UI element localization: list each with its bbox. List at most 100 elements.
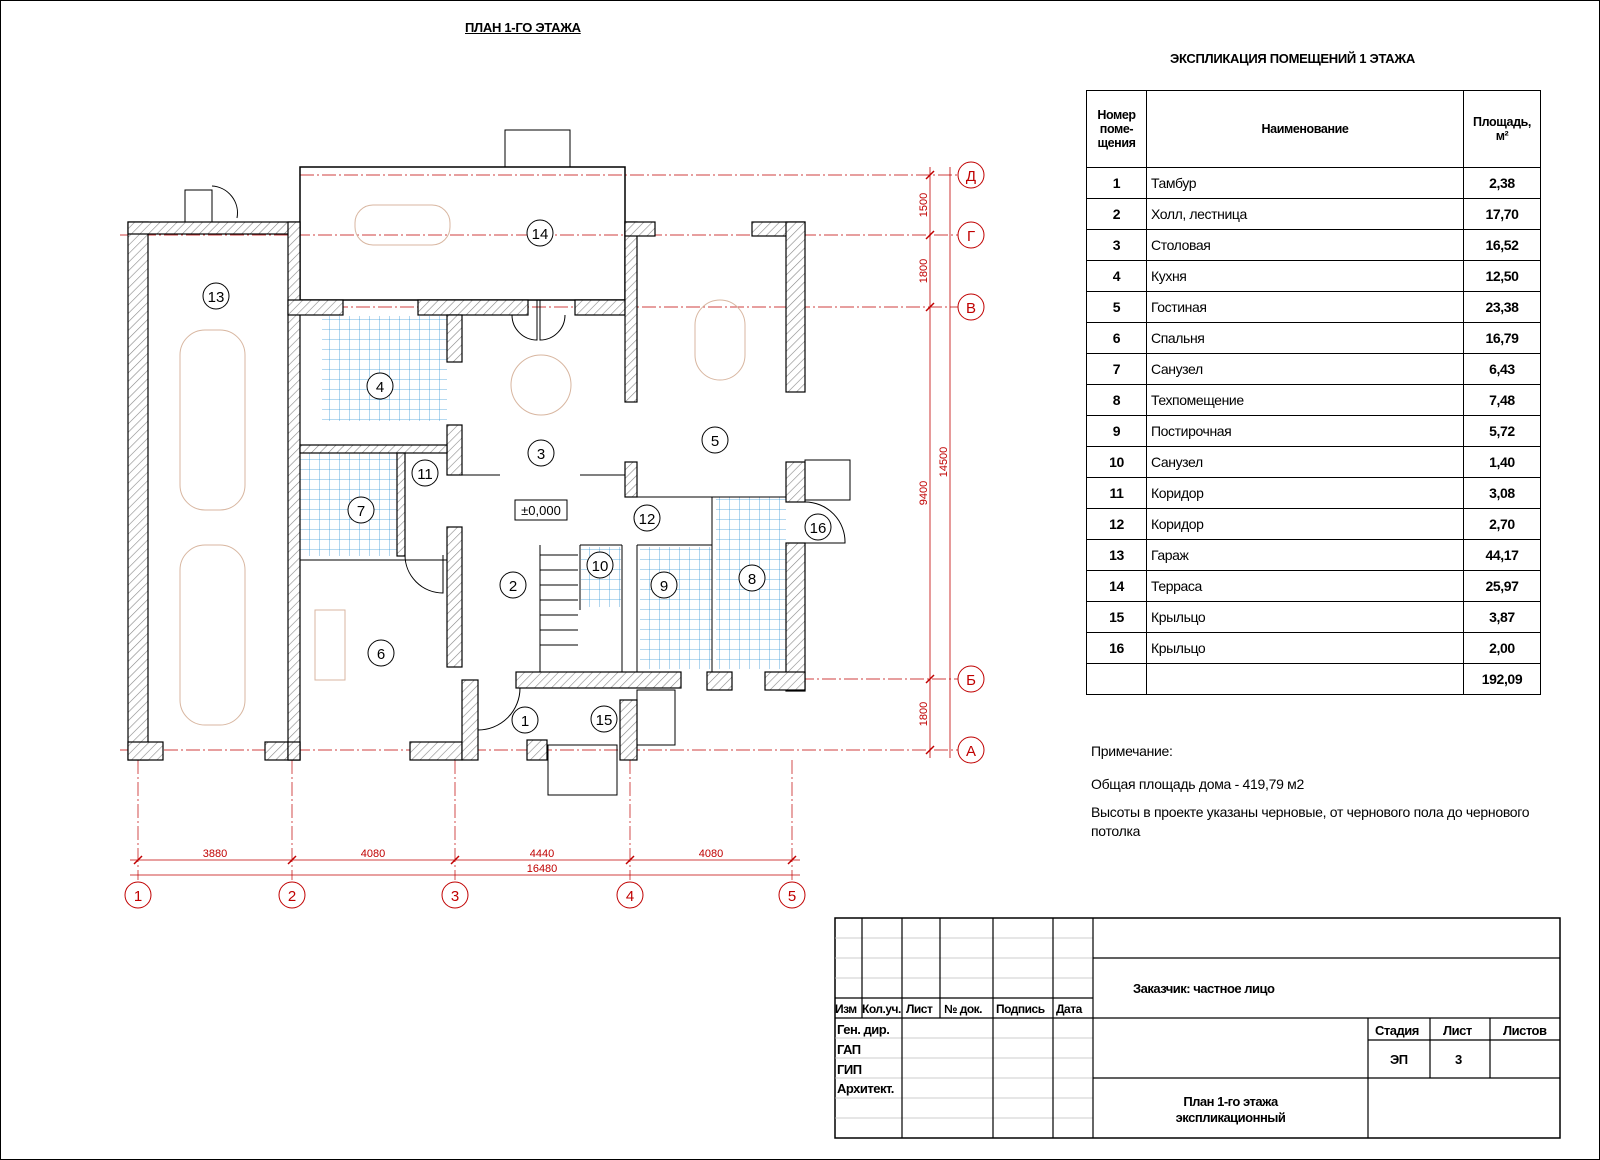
room-number: 7 — [1086, 353, 1147, 385]
room-explication-table: Номер поме-щения Наименование Площадь, м… — [1086, 90, 1541, 695]
dim-4-5: 4080 — [699, 848, 723, 860]
tb-customer: Заказчик: частное лицо — [1133, 981, 1275, 996]
room-name: Коридор — [1146, 508, 1464, 540]
room-15: 15 — [590, 705, 618, 733]
room-3: 3 — [527, 439, 555, 467]
header-area: Площадь, м² — [1463, 90, 1541, 168]
dim-b-a: 1800 — [918, 702, 930, 726]
header-name: Наименование — [1146, 90, 1464, 168]
tb-role: ГИП — [837, 1062, 862, 1077]
svg-text:12: 12 — [639, 511, 656, 528]
svg-text:2: 2 — [509, 578, 517, 595]
tb-stage: ЭП — [1390, 1052, 1408, 1067]
dim-total-v: 14500 — [938, 447, 950, 478]
axis-label: 5 — [788, 888, 796, 905]
svg-text:5: 5 — [711, 433, 719, 450]
svg-text:14: 14 — [532, 226, 549, 243]
axis-label: 4 — [626, 888, 634, 905]
tb-role: Архитект. — [837, 1081, 894, 1096]
room-number: 2 — [1086, 198, 1147, 230]
tb-sheet-label: Лист — [1443, 1023, 1472, 1038]
room-area: 16,52 — [1463, 229, 1541, 261]
axis-label: 2 — [288, 888, 296, 905]
axis-label: 1 — [134, 888, 142, 905]
room-number: 12 — [1086, 508, 1147, 540]
room-5: 5 — [701, 426, 729, 454]
svg-text:4: 4 — [376, 379, 384, 396]
tb-role: ГАП — [837, 1042, 861, 1057]
terrace-outline — [299, 166, 626, 301]
dim-g-v: 1800 — [918, 259, 930, 283]
svg-text:13: 13 — [208, 289, 225, 306]
room-4: 4 — [366, 372, 394, 400]
room-area: 12,50 — [1463, 260, 1541, 292]
tb-col-izm: Изм — [835, 1002, 857, 1016]
room-name: Столовая — [1146, 229, 1464, 261]
room-labels: 1 2 3 4 5 6 7 8 9 10 11 12 13 14 15 16 — [202, 219, 832, 734]
svg-text:9: 9 — [660, 578, 668, 595]
room-2: 2 — [499, 571, 527, 599]
room-number: 14 — [1086, 570, 1147, 602]
room-area: 6,43 — [1463, 353, 1541, 385]
plan-title: ПЛАН 1-ГО ЭТАЖА — [465, 20, 581, 35]
room-number: 9 — [1086, 415, 1147, 447]
axis-bubbles — [124, 161, 985, 909]
axis-label: 3 — [451, 888, 459, 905]
note-heading: Примечание: — [1091, 743, 1173, 759]
room-name: Холл, лестница — [1146, 198, 1464, 230]
dim-2-3: 4080 — [361, 848, 385, 860]
room-area: 5,72 — [1463, 415, 1541, 447]
room-name: Крыльцо — [1146, 601, 1464, 633]
tb-stage-label: Стадия — [1375, 1023, 1419, 1038]
room-number: 6 — [1086, 322, 1147, 354]
room-area: 2,70 — [1463, 508, 1541, 540]
room-area: 3,08 — [1463, 477, 1541, 509]
room-9: 9 — [650, 571, 678, 599]
tb-col-list: Лист — [906, 1002, 933, 1016]
tb-col-date: Дата — [1056, 1002, 1082, 1016]
room-name: Гараж — [1146, 539, 1464, 571]
room-area: 3,87 — [1463, 601, 1541, 633]
room-number: 16 — [1086, 632, 1147, 664]
room-name: Кухня — [1146, 260, 1464, 292]
room-area: 17,70 — [1463, 198, 1541, 230]
room-14: 14 — [526, 219, 554, 247]
room-name: Гостиная — [1146, 291, 1464, 323]
tb-col-doc: № док. — [944, 1002, 983, 1016]
room-number: 8 — [1086, 384, 1147, 416]
svg-text:1: 1 — [521, 713, 529, 730]
room-number: 13 — [1086, 539, 1147, 571]
dim-total-h: 16480 — [527, 863, 558, 875]
room-area: 2,38 — [1463, 167, 1541, 199]
svg-text:6: 6 — [377, 646, 385, 663]
room-7: 7 — [347, 496, 375, 524]
room-area: 1,40 — [1463, 446, 1541, 478]
explication-title: ЭКСПЛИКАЦИЯ ПОМЕЩЕНИЙ 1 ЭТАЖА — [1170, 51, 1415, 66]
svg-text:7: 7 — [357, 503, 365, 520]
room-10: 10 — [586, 551, 614, 579]
tb-sheet: 3 — [1455, 1052, 1462, 1067]
room-area: 16,79 — [1463, 322, 1541, 354]
svg-text:11: 11 — [417, 466, 433, 483]
room-16: 16 — [804, 513, 832, 541]
room-name: Постирочная — [1146, 415, 1464, 447]
grid-axes — [120, 174, 958, 880]
room-11: 11 — [411, 459, 439, 487]
svg-text:8: 8 — [748, 571, 756, 588]
room-name: Коридор — [1146, 477, 1464, 509]
table-total-row: 192,09 — [1086, 663, 1541, 695]
